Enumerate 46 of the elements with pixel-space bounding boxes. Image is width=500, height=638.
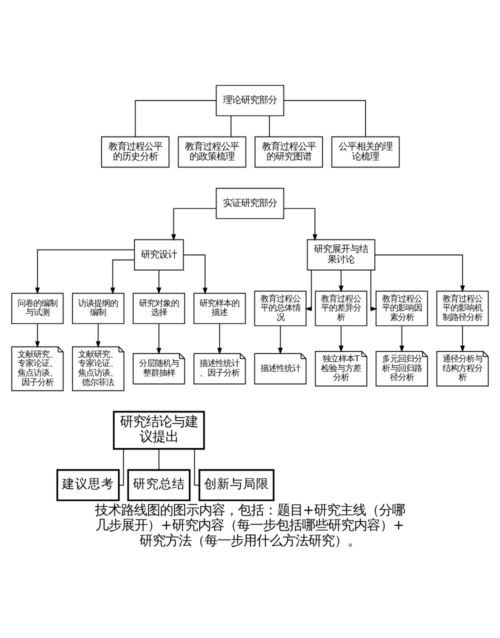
connector	[284, 100, 366, 137]
node-box: 建议思考	[56, 469, 120, 502]
node-box: 实证研究部分	[216, 188, 284, 220]
caption: 技术路线图的图示内容，包括：题目+研究主线（分哪几步展开）+研究内容（每一步包括哪些研究内容）+研究方法（每一步用什么方法研究）。	[94, 502, 406, 549]
node-box: 教育过程公平的总体情况	[254, 290, 306, 326]
connector	[194, 448, 200, 486]
node-box: 教育过程公平的影响因素分析	[376, 290, 428, 326]
arrow	[278, 325, 283, 354]
node-box: 理论研究部分	[216, 84, 284, 116]
arrow	[217, 323, 222, 355]
node-box: 研究对象的选择	[132, 292, 186, 324]
arrow	[96, 323, 101, 348]
arrow	[35, 249, 135, 294]
node-box: 研究设计	[134, 239, 184, 270]
node-box: 研究样本的描述	[194, 292, 246, 324]
node-box: 研究总结	[127, 469, 191, 502]
node-box: 访谈提纲的编制	[72, 292, 124, 324]
arrow	[110, 260, 135, 294]
arrow	[374, 254, 465, 292]
arrow	[35, 323, 40, 348]
arrow	[156, 323, 162, 355]
connector	[230, 116, 232, 137]
connector	[158, 448, 160, 470]
arrow	[284, 208, 318, 241]
arrow	[399, 325, 404, 352]
connector	[268, 116, 270, 137]
node-box: 教育过程公平的历史分析	[101, 136, 170, 168]
arrow	[460, 325, 465, 352]
node-box: 教育过程公平的政策梳理	[178, 136, 246, 168]
connector	[134, 100, 217, 137]
node-box: 教育过程公平的影响机制路径分析	[436, 290, 489, 326]
node-box: 创新与局限	[198, 469, 274, 502]
node-box: 研究结论与建议提出	[112, 410, 205, 450]
arrow	[370, 270, 378, 312]
node-box: 教育过程公平的差异分析	[314, 290, 368, 326]
node-box: 问卷的编制与试测	[11, 292, 64, 324]
arrow	[338, 270, 344, 292]
arrow	[171, 208, 216, 241]
arrow	[338, 325, 344, 352]
node-box: 教育过程公平的研究图谱	[254, 136, 323, 168]
node-box: 公平相关的理论梳理	[331, 136, 400, 168]
connector	[118, 448, 124, 486]
arrow	[183, 254, 208, 295]
arrow	[156, 270, 162, 294]
node-box: 研究展开与结果讨论	[306, 239, 376, 270]
arrow	[304, 270, 312, 312]
